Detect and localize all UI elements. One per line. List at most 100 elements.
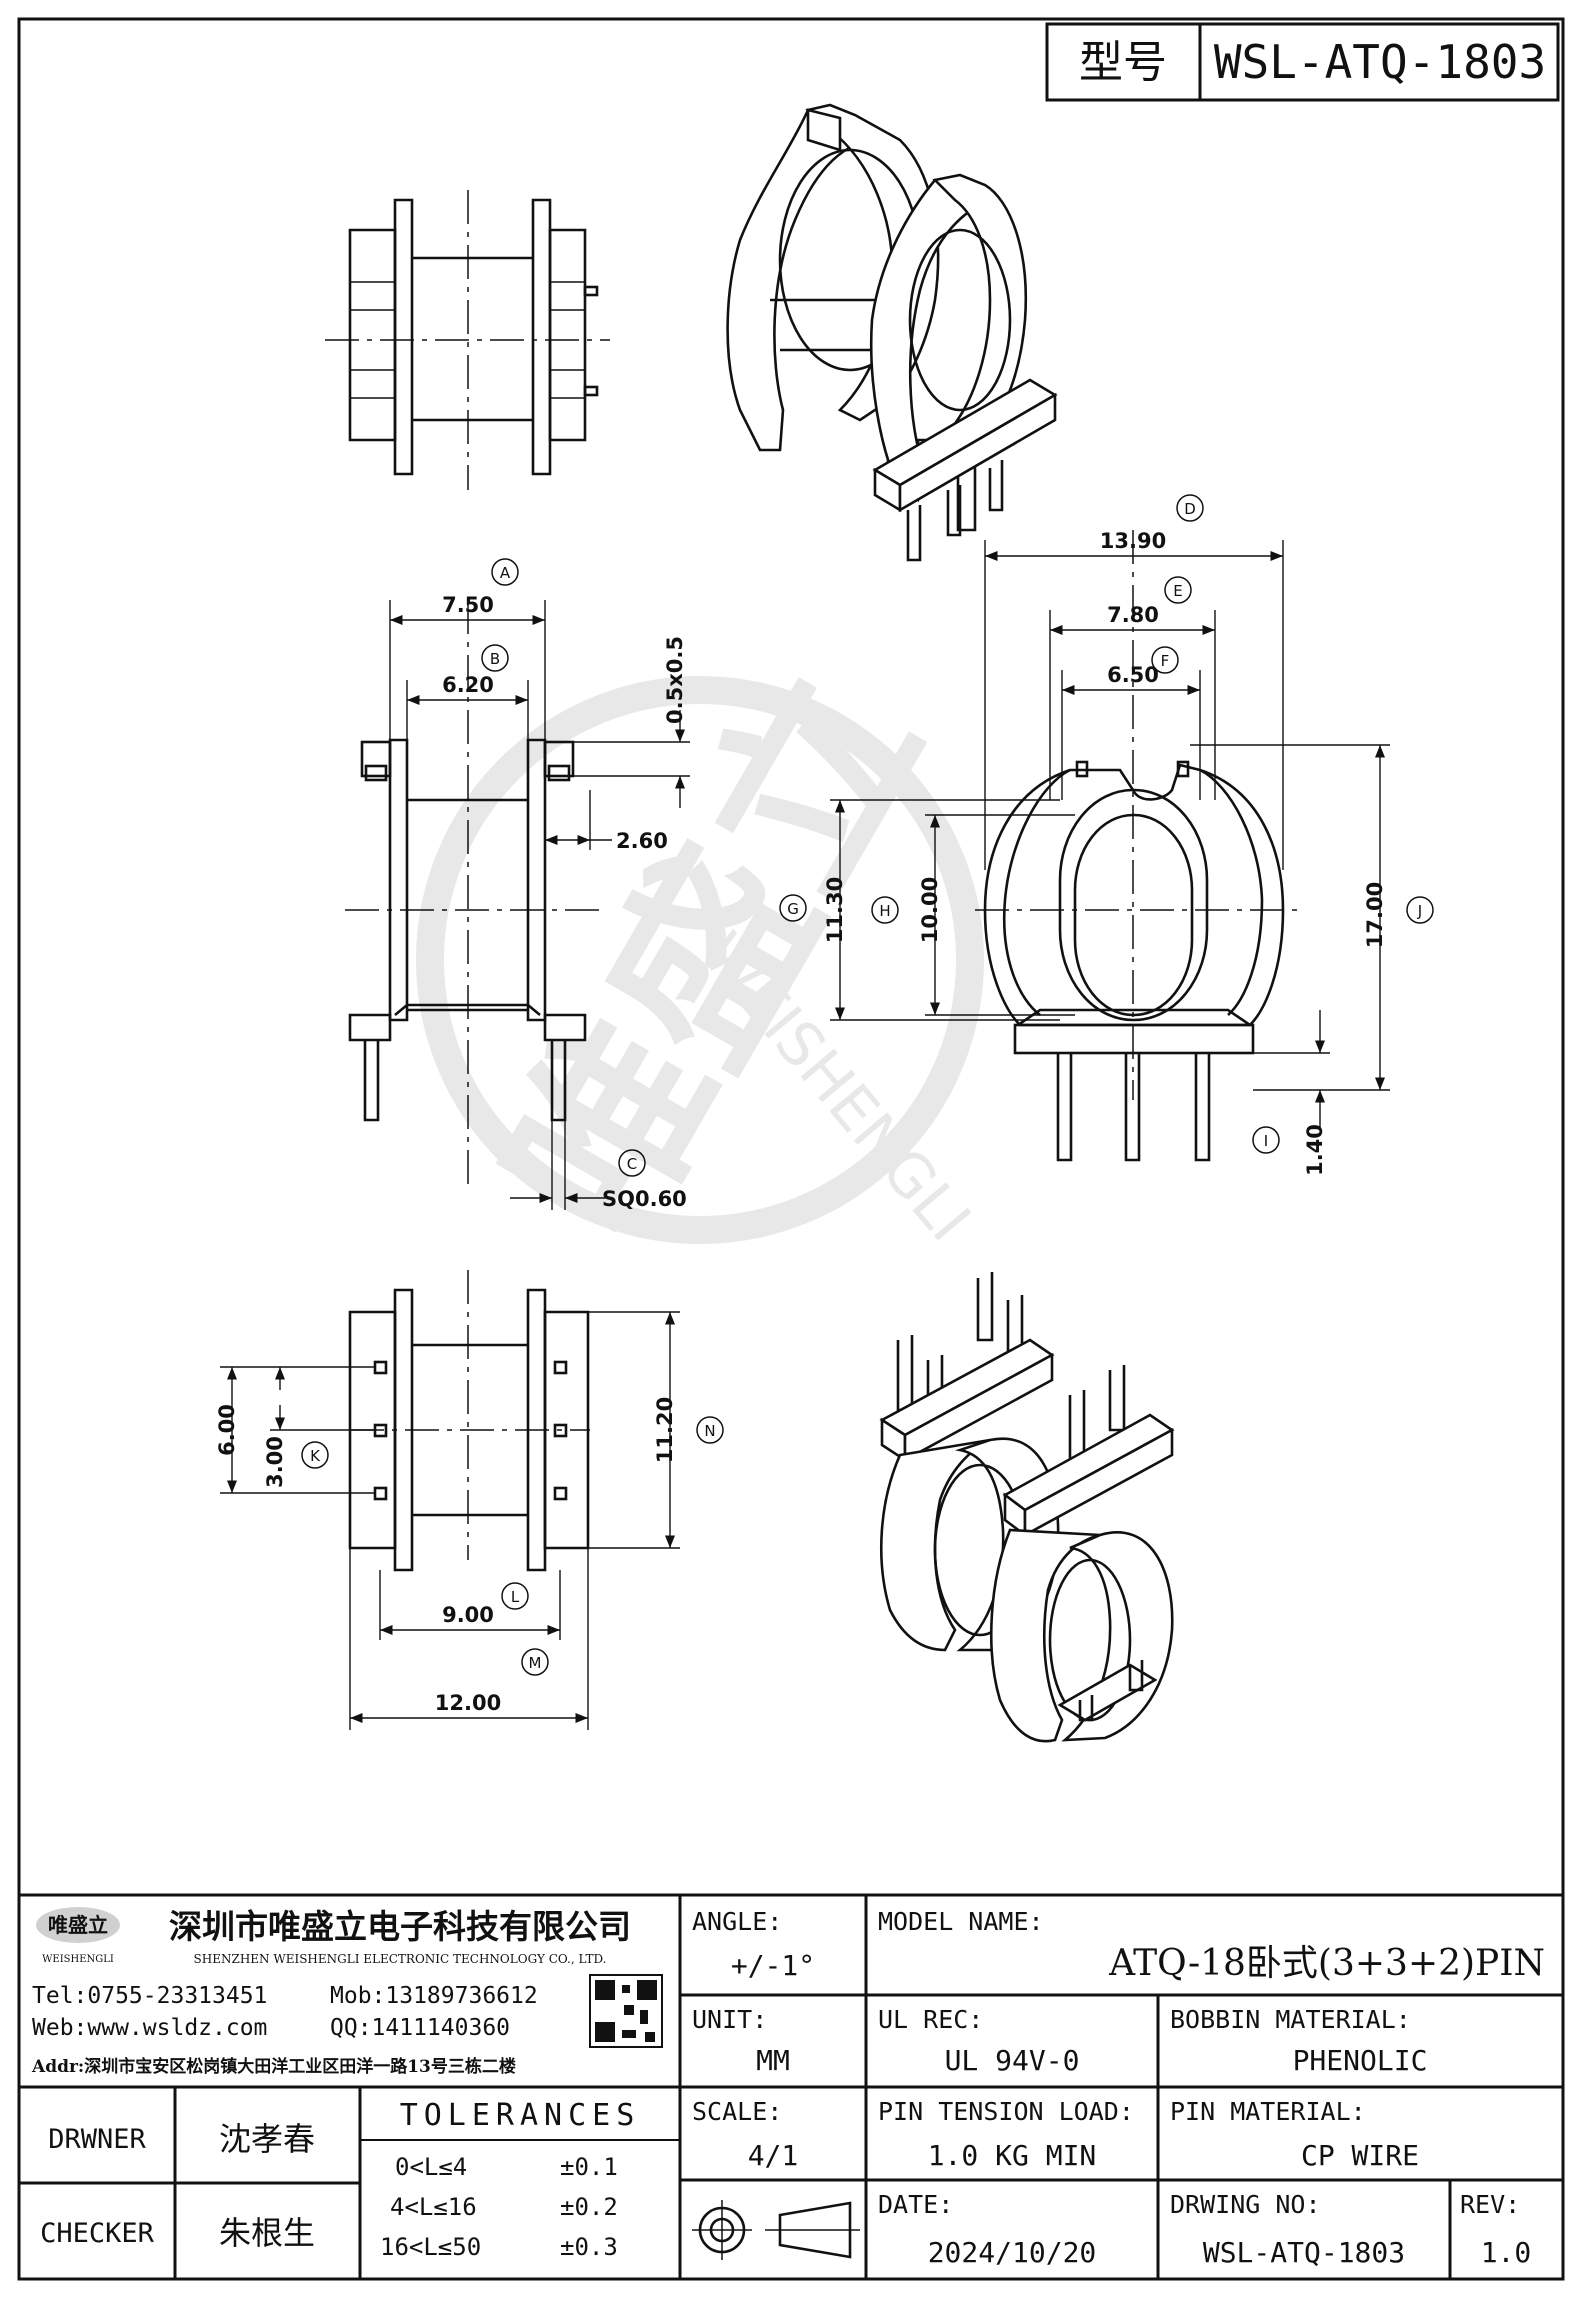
dim-D: 13.90: [1100, 529, 1166, 553]
company-tel: Tel:0755-23313451: [32, 1983, 267, 2009]
bobbin-value: PHENOLIC: [1293, 2044, 1428, 2077]
model-name-value: ATQ-18卧式(3+3+2)PIN: [1108, 1943, 1545, 1984]
callout-F: F: [1151, 646, 1179, 674]
svg-text:M: M: [529, 1654, 542, 1672]
svg-text:D: D: [1184, 500, 1196, 518]
pin-material-label: PIN MATERIAL:: [1170, 2097, 1366, 2126]
front-view: 7.50 6.20 0.5x0.5 2.60 SQ0.60: [345, 593, 690, 1211]
rev-value: 1.0: [1481, 2236, 1532, 2269]
dim-K-outer: 6.00: [215, 1404, 239, 1456]
tolerances-label: TOLERANCES: [400, 2098, 641, 2133]
callout-N: N: [696, 1416, 724, 1444]
title-block: 唯盛立 WEISHENGLI 深圳市唯盛立电子科技有限公司 SHENZHEN W…: [19, 1893, 1563, 2279]
callout-I: I: [1252, 1126, 1280, 1154]
callout-G: G: [779, 894, 807, 922]
svg-text:A: A: [500, 564, 511, 582]
callout-K: K: [301, 1441, 329, 1469]
pin-tension-value: 1.0 KG MIN: [928, 2139, 1097, 2172]
isometric-view-top: [726, 103, 1058, 562]
svg-text:K: K: [310, 1447, 321, 1465]
unit-label: UNIT:: [692, 2005, 767, 2034]
ul-label: UL REC:: [878, 2005, 983, 2034]
callout-J: J: [1406, 896, 1434, 924]
drwner-value: 沈孝春: [219, 2120, 315, 2158]
bottom-view: 6.00 3.00 11.20 9.00 12.00: [215, 1270, 680, 1730]
model-label: 型号: [1079, 37, 1167, 88]
pin-tension-label: PIN TENSION LOAD:: [878, 2097, 1134, 2126]
pin-material-value: CP WIRE: [1301, 2139, 1419, 2172]
model-header: 型号 WSL-ATQ-1803: [1045, 22, 1560, 102]
scale-label: SCALE:: [692, 2097, 782, 2126]
dim-C: SQ0.60: [602, 1187, 687, 1211]
bobbin-label: BOBBIN MATERIAL:: [1170, 2005, 1411, 2034]
company-web: Web:www.wsldz.com: [32, 2015, 267, 2041]
isometric-view-bottom: [879, 1272, 1175, 1743]
dim-M: 12.00: [435, 1691, 501, 1715]
callout-A: A: [491, 558, 519, 586]
dim-E: 7.80: [1107, 603, 1159, 627]
svg-text:H: H: [879, 902, 890, 920]
svg-text:E: E: [1173, 582, 1182, 600]
svg-text:F: F: [1161, 652, 1170, 670]
dim-G: 11.30: [823, 877, 847, 943]
tol-range-3: 16<L≤50: [380, 2233, 481, 2261]
company-mob: Mob:13189736612: [330, 1983, 538, 2009]
callout-B: B: [481, 644, 509, 672]
dim-pad: 0.5x0.5: [663, 636, 687, 724]
top-view-small: [325, 190, 610, 490]
svg-text:B: B: [490, 650, 500, 668]
tol-range-2: 4<L≤16: [390, 2193, 477, 2221]
svg-text:G: G: [787, 900, 799, 918]
callout-D: D: [1176, 494, 1204, 522]
tol-range-1: 0<L≤4: [395, 2153, 467, 2181]
date-label: DATE:: [878, 2190, 953, 2219]
company-logo: 唯盛立 WEISHENGLI: [36, 1907, 120, 1965]
projection-symbol-icon: [692, 2200, 860, 2260]
scale-value: 4/1: [748, 2139, 799, 2172]
callout-M: M: [521, 1648, 549, 1676]
dim-L: 9.00: [442, 1603, 494, 1627]
svg-text:L: L: [511, 1588, 520, 1606]
model-name-label: MODEL NAME:: [878, 1907, 1044, 1936]
callout-C: C: [618, 1149, 646, 1177]
tol-value-1: ±0.1: [560, 2153, 618, 2181]
sheet-border: [17, 17, 1565, 2281]
checker-value: 朱根生: [219, 2214, 315, 2252]
dim-N: 11.20: [653, 1397, 677, 1463]
date-value: 2024/10/20: [928, 2236, 1097, 2269]
callout-E: E: [1164, 576, 1192, 604]
drawing-no-value: WSL-ATQ-1803: [1203, 2236, 1405, 2269]
company-qq: QQ:1411140360: [330, 2015, 510, 2041]
unit-value: MM: [756, 2044, 790, 2077]
ul-value: UL 94V-0: [945, 2044, 1080, 2077]
angle-value: +/-1°: [731, 1949, 815, 1982]
angle-label: ANGLE:: [692, 1907, 782, 1936]
svg-text:J: J: [1417, 902, 1422, 920]
dim-gap: 2.60: [616, 829, 668, 853]
svg-text:N: N: [704, 1422, 715, 1440]
watermark: 唯盛立 WEISHENGLI: [416, 638, 984, 1274]
company-name-cn: 深圳市唯盛立电子科技有限公司: [169, 1907, 631, 1946]
company-name-en: SHENZHEN WEISHENGLI ELECTRONIC TECHNOLOG…: [194, 1952, 607, 1966]
side-view: 13.90 7.80 6.50 11.30 10.00 17.00 1.40: [823, 529, 1390, 1176]
dim-F: 6.50: [1107, 663, 1159, 687]
svg-text:WEISHENGLI: WEISHENGLI: [42, 1954, 114, 1965]
tol-value-2: ±0.2: [560, 2193, 618, 2221]
drawing-no-label: DRWING NO:: [1170, 2190, 1321, 2219]
dim-I: 1.40: [1303, 1124, 1327, 1176]
svg-text:I: I: [1264, 1132, 1268, 1150]
model-number: WSL-ATQ-1803: [1214, 35, 1546, 89]
drwner-label: DRWNER: [48, 2124, 146, 2155]
callouts: A B C D E F G H I J K L M N: [301, 494, 1434, 1676]
svg-text:唯盛立: 唯盛立: [48, 1913, 108, 1937]
checker-label: CHECKER: [40, 2218, 155, 2249]
qr-code-icon: [589, 1974, 663, 2048]
callout-L: L: [501, 1582, 529, 1610]
company-address: Addr:深圳市宝安区松岗镇大田洋工业区田洋一路13号三栋二楼: [31, 2056, 516, 2077]
dim-H: 10.00: [918, 877, 942, 943]
dim-J: 17.00: [1363, 882, 1387, 948]
tol-value-3: ±0.3: [560, 2233, 618, 2261]
callout-H: H: [871, 896, 899, 924]
dim-K: 3.00: [263, 1436, 287, 1488]
